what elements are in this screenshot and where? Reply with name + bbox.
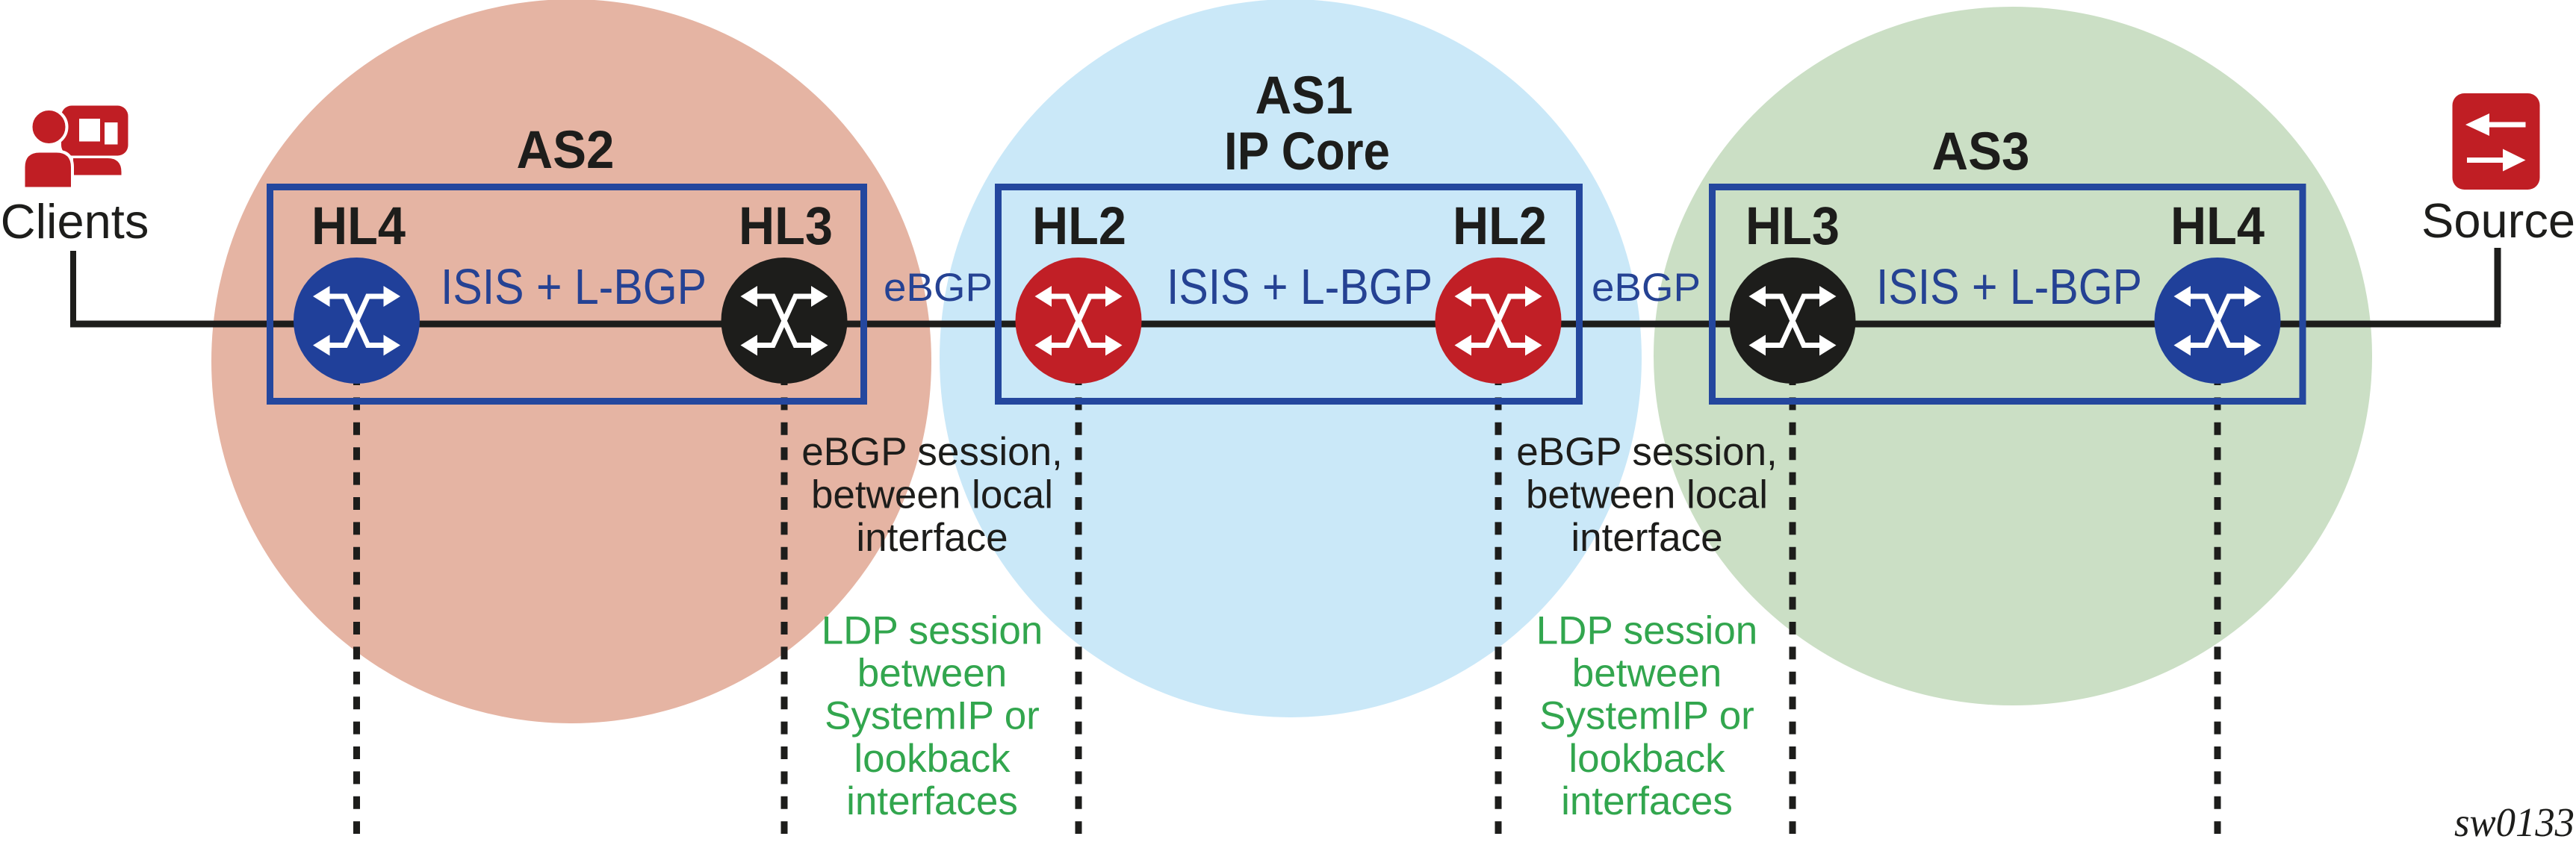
svg-text:Source: Source (2421, 193, 2575, 248)
svg-text:HL4: HL4 (311, 197, 406, 256)
svg-text:eBGP session,: eBGP session, (1516, 430, 1778, 474)
svg-text:ISIS + L-BGP: ISIS + L-BGP (1876, 259, 2142, 315)
svg-text:IP Core: IP Core (1224, 122, 1390, 181)
svg-text:between local: between local (1526, 473, 1768, 517)
svg-text:between: between (1572, 652, 1722, 696)
svg-text:HL4: HL4 (2170, 197, 2265, 256)
svg-text:interface: interface (856, 516, 1008, 560)
svg-text:SystemIP or: SystemIP or (1539, 694, 1754, 738)
svg-text:Clients: Clients (1, 194, 149, 249)
svg-text:interfaces: interfaces (1561, 779, 1733, 823)
svg-text:AS1: AS1 (1256, 66, 1353, 125)
svg-text:interface: interface (1571, 516, 1722, 560)
svg-text:between: between (857, 652, 1007, 696)
svg-text:eBGP: eBGP (1592, 266, 1701, 310)
svg-text:SystemIP or: SystemIP or (825, 694, 1040, 738)
svg-text:lookback: lookback (854, 737, 1011, 781)
svg-text:ISIS + L-BGP: ISIS + L-BGP (1167, 259, 1433, 315)
svg-text:LDP session: LDP session (1536, 609, 1758, 653)
svg-text:ISIS + L-BGP: ISIS + L-BGP (441, 259, 707, 315)
svg-text:lookback: lookback (1568, 737, 1725, 781)
svg-text:LDP session: LDP session (822, 609, 1043, 653)
svg-text:AS3: AS3 (1932, 122, 2030, 181)
svg-text:sw0133: sw0133 (2454, 799, 2575, 845)
svg-text:HL2: HL2 (1032, 197, 1126, 256)
svg-text:HL2: HL2 (1453, 197, 1547, 256)
svg-text:eBGP session,: eBGP session, (801, 430, 1063, 474)
svg-text:AS2: AS2 (517, 121, 615, 180)
svg-text:HL3: HL3 (1745, 197, 1840, 256)
svg-text:between local: between local (811, 473, 1053, 517)
svg-text:HL3: HL3 (739, 197, 833, 256)
svg-text:eBGP: eBGP (884, 266, 993, 310)
svg-text:interfaces: interfaces (846, 779, 1018, 823)
